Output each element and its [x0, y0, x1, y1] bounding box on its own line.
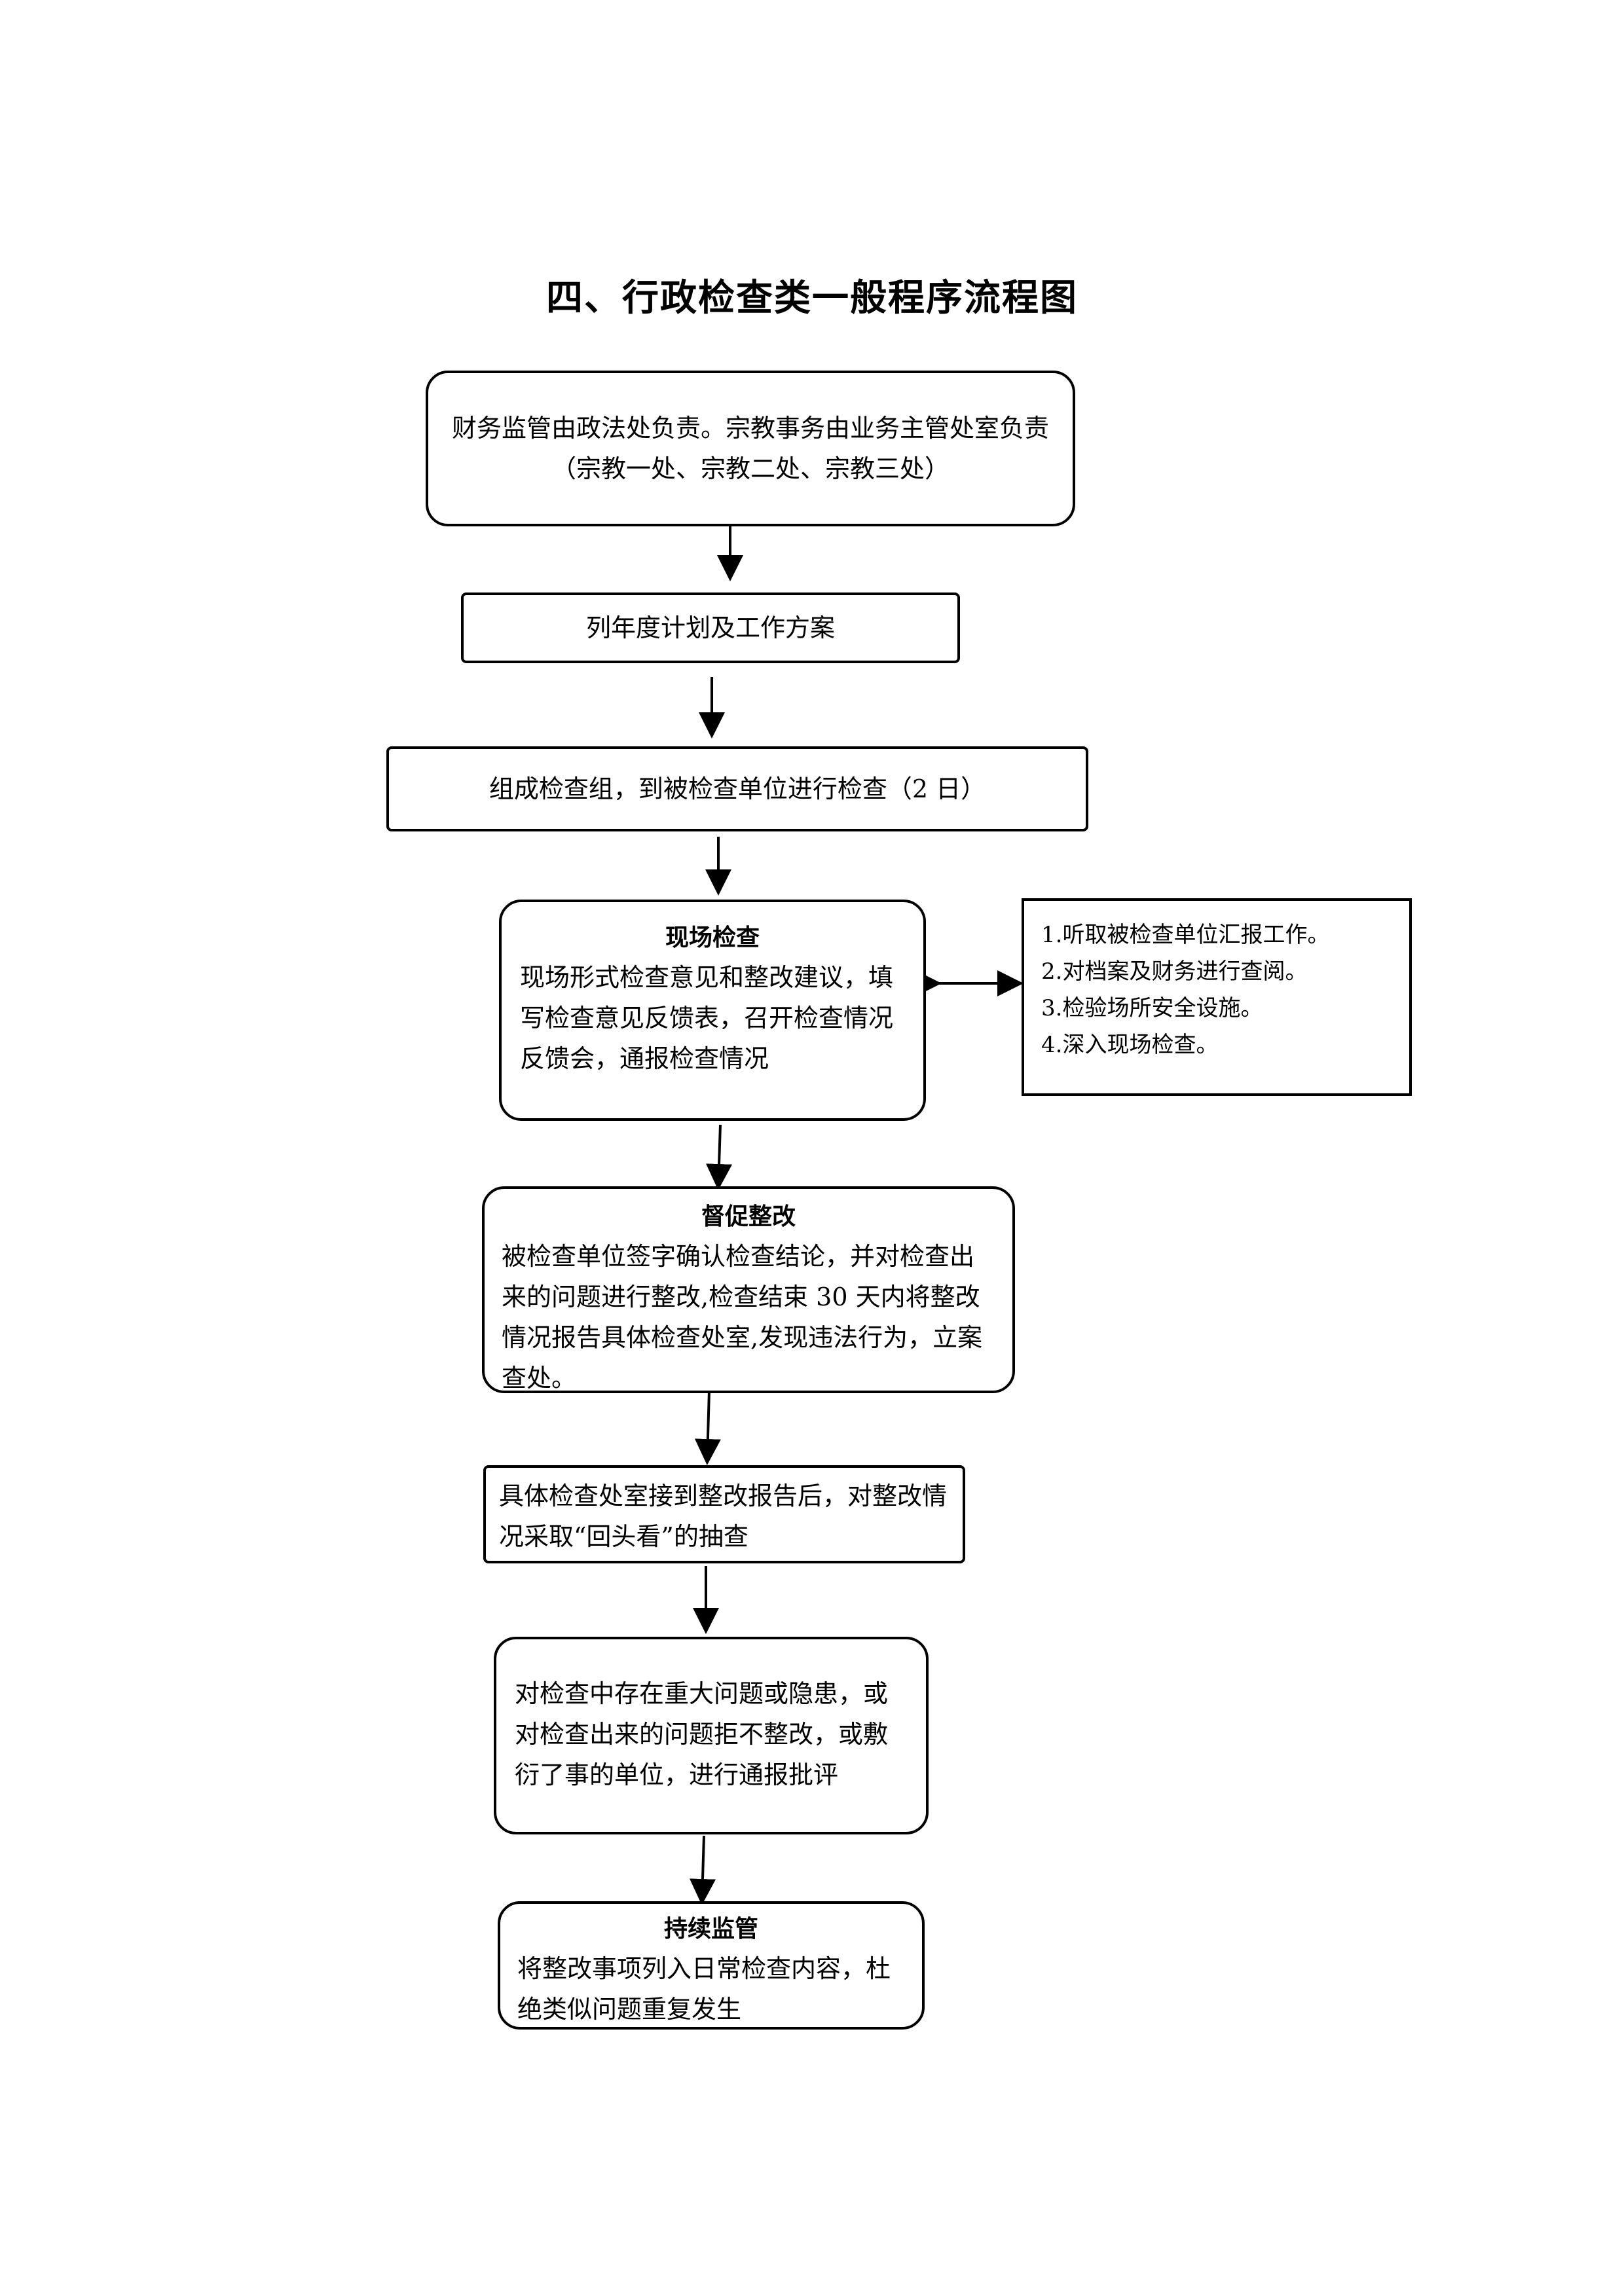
page-title: 四、行政检查类一般程序流程图 [546, 277, 1078, 319]
arrow-7 [689, 1835, 716, 1905]
urge-rectify-heading: 督促整改 [701, 1203, 796, 1230]
onsite-body: 现场形式检查意见和整改建议，填写检查意见反馈表，召开检查情况反馈会，通报检查情况 [520, 963, 894, 1073]
onsite-box: 现场检查 现场形式检查意见和整改建议，填写检查意见反馈表，召开检查情况反馈会，通… [499, 900, 926, 1121]
annual-plan-box: 列年度计划及工作方案 [461, 592, 960, 663]
urge-rectify-body: 被检查单位签字确认检查结论，并对检查出来的问题进行整改,检查结束 30 天内将整… [502, 1242, 983, 1393]
arrow-4 [706, 1124, 733, 1190]
continuous-heading: 持续监管 [663, 1916, 758, 1942]
responsibility-text: 财务监管由政法处负责。宗教事务由业务主管处室负责（宗教一处、宗教二处、宗教三处） [451, 414, 1049, 483]
onsite-heading: 现场检查 [665, 924, 760, 951]
look-back-box: 具体检查处室接到整改报告后，对整改情况采取“回头看”的抽查 [483, 1465, 965, 1563]
notify-criticize-box: 对检查中存在重大问题或隐患，或对检查出来的问题拒不整改，或敷衍了事的单位，进行通… [494, 1637, 929, 1834]
urge-rectify-box: 督促整改 被检查单位签字确认检查结论，并对检查出来的问题进行整改,检查结束 30… [482, 1186, 1015, 1393]
notify-criticize-text: 对检查中存在重大问题或隐患，或对检查出来的问题拒不整改，或敷衍了事的单位，进行通… [515, 1679, 889, 1789]
onsite-step: 3.检验场所安全设施。 [1041, 995, 1263, 1021]
onsite-step: 1.听取被检查单位汇报工作。 [1041, 922, 1330, 948]
onsite-step: 2.对档案及财务进行查阅。 [1041, 958, 1308, 985]
continuous-box: 持续监管 将整改事项列入日常检查内容，杜绝类似问题重复发生 [498, 1901, 925, 2030]
responsibility-box: 财务监管由政法处负责。宗教事务由业务主管处室负责（宗教一处、宗教二处、宗教三处） [426, 371, 1075, 526]
annual-plan-text: 列年度计划及工作方案 [585, 613, 835, 642]
look-back-text: 具体检查处室接到整改报告后，对整改情况采取“回头看”的抽查 [499, 1482, 948, 1551]
form-team-box: 组成检查组，到被检查单位进行检查（2 日） [386, 746, 1088, 831]
onsite-steps-box: 1.听取被检查单位汇报工作。 2.对档案及财务进行查阅。 3.检验场所安全设施。… [1022, 898, 1412, 1096]
continuous-body: 将整改事项列入日常检查内容，杜绝类似问题重复发生 [517, 1954, 891, 2024]
arrow-5 [694, 1390, 721, 1465]
form-team-text: 组成检查组，到被检查单位进行检查（2 日） [489, 774, 986, 803]
onsite-step: 4.深入现场检查。 [1041, 1032, 1219, 1058]
onsite-steps-list: 1.听取被检查单位汇报工作。 2.对档案及财务进行查阅。 3.检验场所安全设施。… [1041, 917, 1392, 1063]
